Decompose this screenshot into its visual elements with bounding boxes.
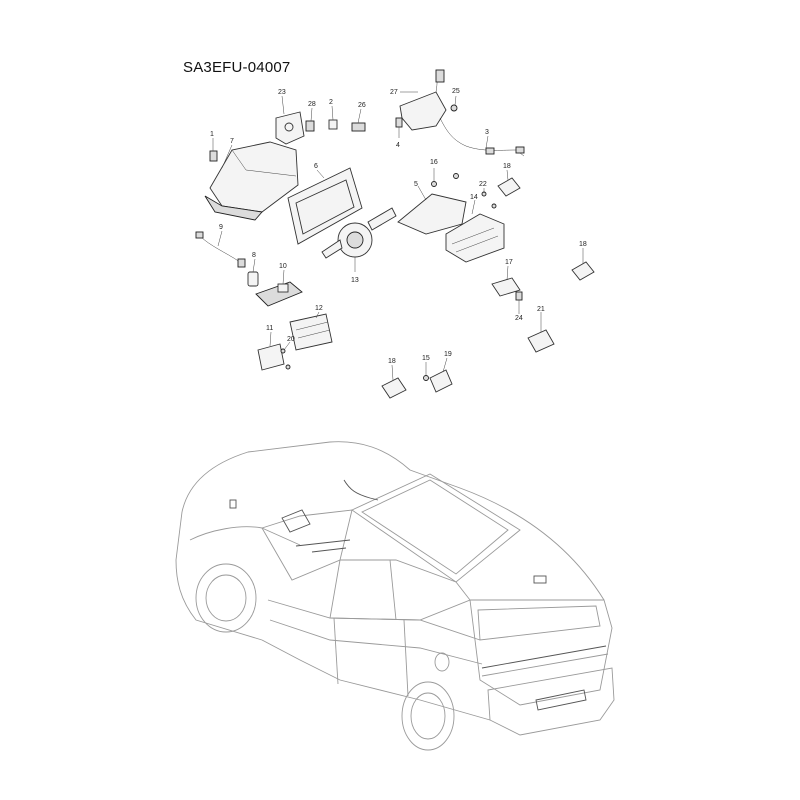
callout-27: 27: [390, 89, 398, 96]
callout-9: 9: [219, 224, 223, 231]
part-5-plate: [397, 185, 467, 235]
callout-8: 8: [252, 252, 256, 259]
callout-13: 13: [351, 277, 359, 284]
callout-22: 22: [479, 181, 487, 188]
callout-20: 20: [287, 336, 295, 343]
callout-16: 16: [430, 159, 438, 166]
part-2-clip: [328, 105, 338, 130]
callout-10: 10: [279, 263, 287, 270]
part-17-module: [491, 265, 521, 297]
part-13-clock-spring: [321, 207, 397, 272]
callout-26: 26: [358, 102, 366, 109]
part-11-module: [257, 331, 285, 371]
callout-28: 28: [308, 101, 316, 108]
part-10-switch-panel: [255, 269, 303, 307]
part-28-clip: [305, 107, 315, 132]
callout-2: 2: [329, 99, 333, 106]
part-16-screw: [431, 168, 459, 187]
part-18-sensor-c: [381, 364, 407, 399]
callout-3: 3: [485, 129, 489, 136]
callout-23: 23: [278, 89, 286, 96]
callout-14: 14: [470, 194, 478, 201]
part-9-harness: [195, 230, 246, 268]
part-18-sensor-a: [497, 169, 521, 197]
part-24-clip: [515, 291, 523, 314]
part-21-module: [527, 312, 555, 353]
callout-5: 5: [414, 181, 418, 188]
part-3-cable: [439, 117, 525, 157]
part-26-connector: [351, 108, 366, 132]
callout-18b: 18: [579, 241, 587, 248]
callout-18c: 18: [388, 358, 396, 365]
part-6-cluster-frame: [287, 167, 363, 245]
part-25-screw: [450, 95, 458, 112]
callout-7: 7: [230, 138, 234, 145]
callout-1: 1: [210, 131, 214, 138]
callout-18a: 18: [503, 163, 511, 170]
part-8-switch: [247, 258, 259, 287]
callout-25: 25: [452, 88, 460, 95]
part-12-button-cluster: [289, 311, 333, 351]
part-20-screws: [280, 341, 291, 370]
part-15-screw: [423, 362, 429, 381]
part-18-sensor-b: [571, 248, 595, 281]
callout-11: 11: [266, 325, 273, 332]
callout-4: 4: [396, 142, 400, 149]
callout-19: 19: [444, 351, 452, 358]
callout-labels: 1 2 3 4 5 6 7 8 9 10 11 12 13 14 15 16 1…: [210, 88, 587, 365]
callout-6: 6: [314, 163, 318, 170]
callout-21: 21: [537, 306, 545, 313]
part-27-harness: [399, 69, 447, 131]
part-1-clip: [209, 138, 218, 162]
part-22-screws: [481, 188, 497, 209]
diagram-code: SA3EFU-04007: [183, 59, 291, 76]
part-4-clip: [395, 117, 403, 138]
callout-24: 24: [515, 315, 523, 322]
callout-12: 12: [315, 305, 323, 312]
part-23-bracket: [275, 95, 305, 145]
callout-15: 15: [422, 355, 430, 362]
part-7-housing: [204, 141, 299, 221]
callout-17: 17: [505, 259, 513, 266]
part-19-unit: [429, 357, 453, 393]
part-14-control-module: [445, 199, 505, 263]
vehicle-outline: [175, 441, 615, 751]
